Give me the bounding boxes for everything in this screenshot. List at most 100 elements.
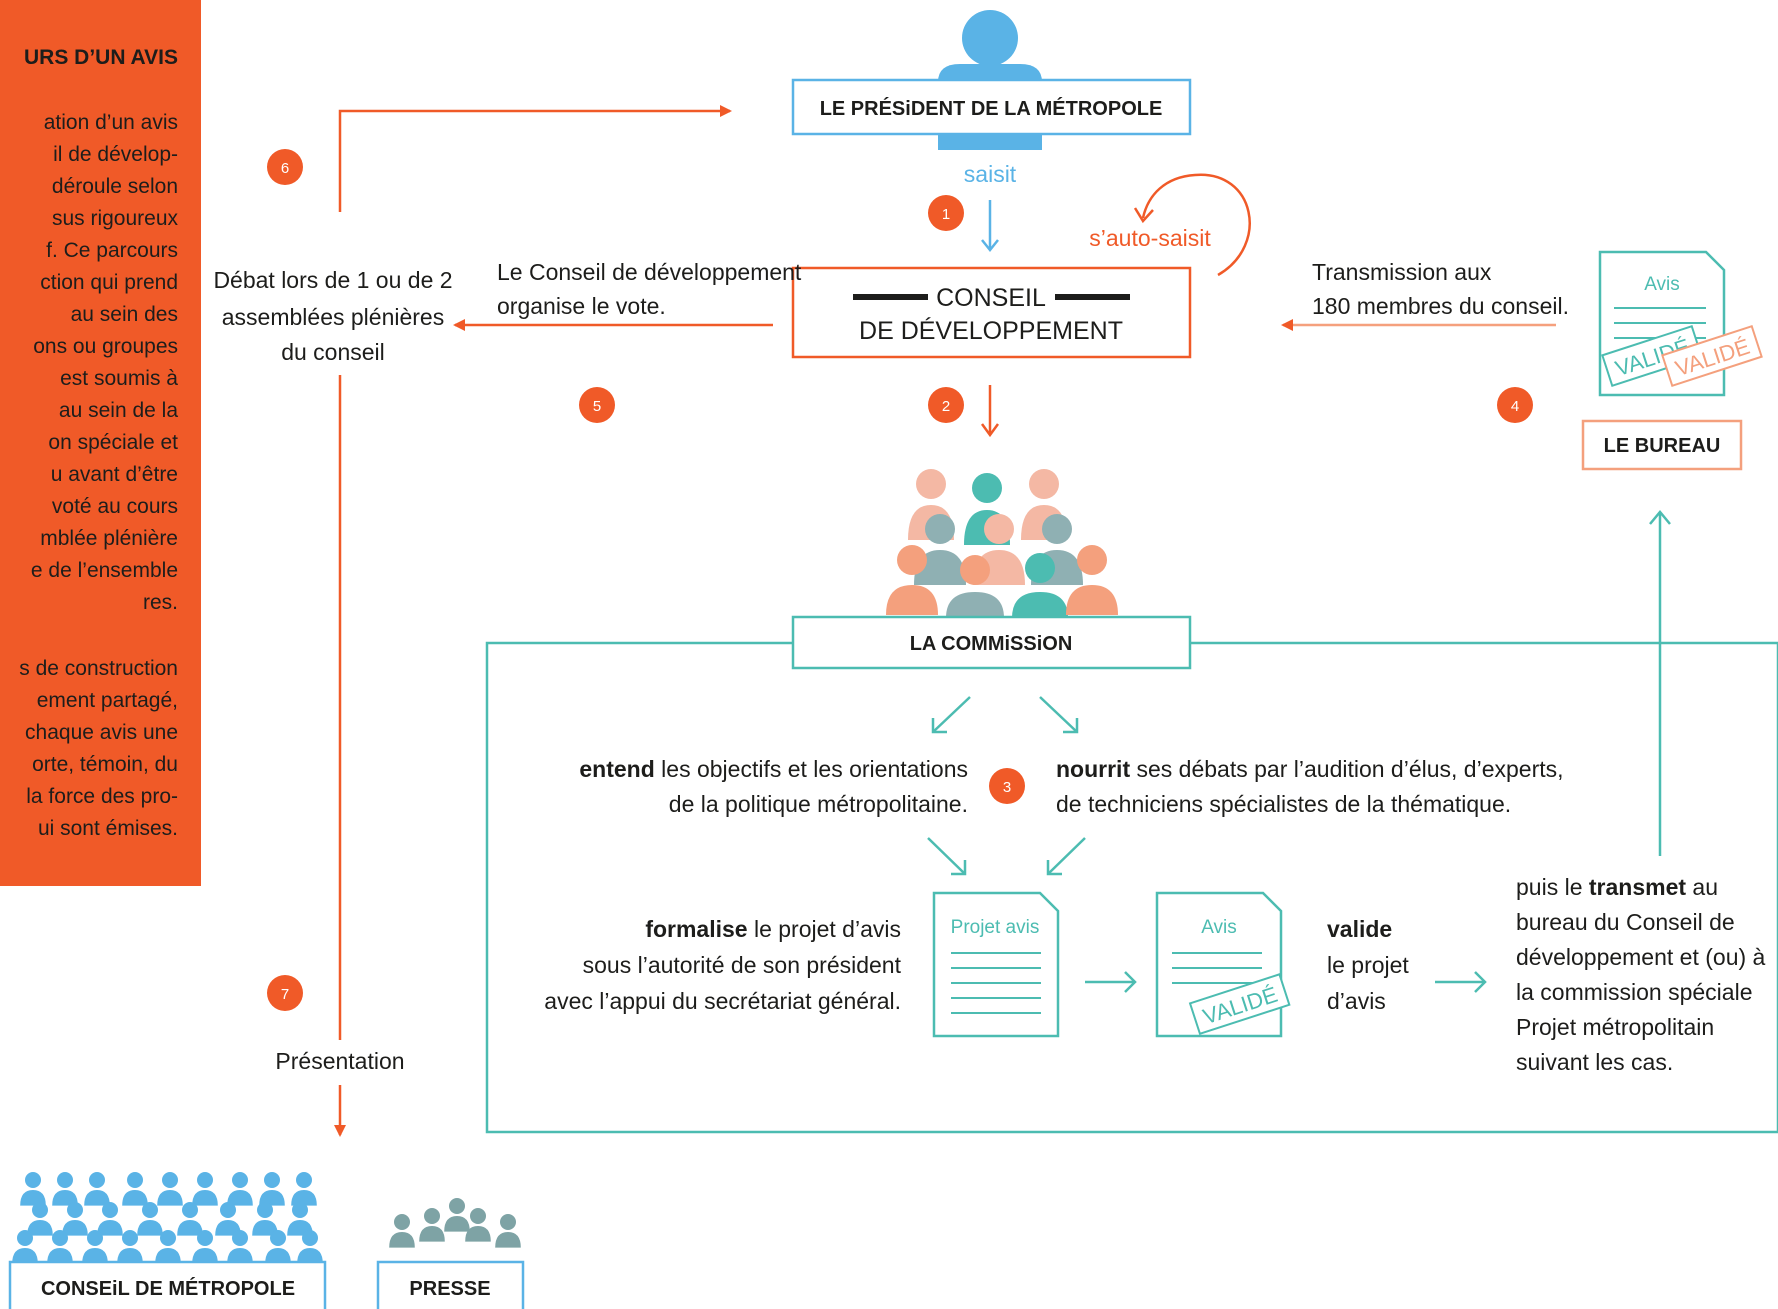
- person-icon: [160, 1230, 176, 1246]
- person-body-icon: [177, 1220, 203, 1236]
- transmet-line4: la commission spéciale: [1516, 979, 1752, 1005]
- person-icon: [182, 1202, 198, 1218]
- step-badge-4: 4: [1497, 387, 1533, 423]
- conseil-developpement-box: CONSEIL DE DÉVELOPPEMENT: [791, 266, 1192, 359]
- avis-doc-label: Avis: [1201, 917, 1237, 938]
- person-icon: [122, 1230, 138, 1246]
- person-icon: [270, 1230, 286, 1246]
- person-body-icon: [444, 1216, 470, 1232]
- person-icon: [449, 1198, 465, 1214]
- person-body-icon: [192, 1248, 218, 1264]
- saisit-label: saisit: [964, 161, 1017, 187]
- sidebar-text-line: au sein de la: [59, 399, 178, 422]
- person-body-icon: [52, 1190, 78, 1206]
- conseil-metropole-label: CONSEiL DE MÉTROPOLE: [41, 1277, 295, 1300]
- person-body-icon: [227, 1248, 253, 1264]
- president-box-label: LE PRÉSiDENT DE LA MÉTROPOLE: [820, 97, 1163, 120]
- sidebar-text-line: e de l’ensemble: [31, 559, 178, 582]
- sidebar-text-line: chaque avis une: [25, 721, 178, 744]
- person-body-icon: [215, 1220, 241, 1236]
- sidebar-text-line: ui sont émises.: [38, 817, 178, 840]
- person-icon: [52, 1230, 68, 1246]
- bureau-box-label: LE BUREAU: [1604, 435, 1721, 457]
- formalise-line3: avec l’appui du secrétariat général.: [544, 988, 901, 1014]
- person-icon: [232, 1172, 248, 1188]
- person-icon: [127, 1172, 143, 1188]
- svg-text:4: 4: [1511, 398, 1519, 415]
- conseil-metropole-people-icon: [12, 1172, 323, 1264]
- svg-text:1: 1: [942, 206, 950, 223]
- person-icon: [500, 1214, 516, 1230]
- person-body-icon: [82, 1248, 108, 1264]
- president-node: LE PRÉSiDENT DE LA MÉTROPOLE: [791, 10, 1192, 150]
- step-badge-7: 7: [267, 975, 303, 1011]
- person-icon: [197, 1230, 213, 1246]
- person-body-icon: [137, 1220, 163, 1236]
- person-body-icon: [465, 1226, 491, 1242]
- debat-line1: Débat lors de 1 ou de 2: [213, 267, 452, 293]
- person-body-icon: [259, 1190, 285, 1206]
- sidebar-text-line: f. Ce parcours: [46, 239, 178, 262]
- transmet-line1: puis le transmet au: [1516, 874, 1718, 900]
- person-icon: [142, 1202, 158, 1218]
- debat-line3: du conseil: [281, 339, 385, 365]
- nourrit-line1: nourrit ses débats par l’audition d’élus…: [1056, 756, 1564, 782]
- transmet-line6: suivant les cas.: [1516, 1049, 1673, 1075]
- transmission-line2: 180 membres du conseil.: [1312, 293, 1569, 319]
- step-badges: 1 2 3 4 5 6 7: [267, 149, 1533, 1011]
- person-body-icon: [122, 1190, 148, 1206]
- connectors: [334, 105, 1778, 1137]
- nourrit-line2: de techniciens spécialistes de la thémat…: [1056, 791, 1511, 817]
- person-body-icon: [265, 1248, 291, 1264]
- organise-line1: Le Conseil de développement: [497, 259, 802, 285]
- person-icon: [302, 1230, 318, 1246]
- transmet-line3: développement et (ou) à: [1516, 944, 1766, 970]
- sidebar-text-line: au sein des: [71, 303, 178, 326]
- person-icon: [264, 1172, 280, 1188]
- sidebar-text-line: sus rigoureux: [52, 207, 179, 230]
- person-icon: [162, 1172, 178, 1188]
- person-icon: [220, 1202, 236, 1218]
- conseil-label-line2: DE DÉVELOPPEMENT: [859, 316, 1123, 345]
- person-icon: [292, 1202, 308, 1218]
- person-body-icon: [62, 1220, 88, 1236]
- sidebar-text-line: ement partagé,: [37, 689, 178, 712]
- person-icon: [470, 1208, 486, 1224]
- presse-people-icon: [389, 1198, 521, 1248]
- presentation-label: Présentation: [275, 1048, 404, 1074]
- projet-avis-label: Projet avis: [951, 917, 1040, 938]
- sidebar-text-line: u avant d’être: [51, 463, 178, 486]
- transmission-line1: Transmission aux: [1312, 259, 1492, 285]
- person-icon: [25, 1172, 41, 1188]
- bureau-avis-document-icon: Avis VALIDÉ VALIDÉ: [1598, 250, 1763, 397]
- commission-box-label: LA COMMiSSiON: [910, 633, 1073, 655]
- arrow-auto-saisit: [1141, 173, 1251, 277]
- person-body-icon: [47, 1248, 73, 1264]
- sidebar-text-line: voté au cours: [52, 495, 178, 518]
- presse-box: PRESSE: [376, 1260, 525, 1309]
- step-badge-3: 3: [989, 768, 1025, 804]
- sidebar-text-line: mblée plénière: [40, 527, 178, 550]
- sidebar-text-line: res.: [143, 591, 178, 614]
- commission-frame: [485, 641, 1778, 1134]
- person-icon: [67, 1202, 83, 1218]
- projet-avis-document-icon: Projet avis: [932, 891, 1060, 1038]
- president-head-icon: [962, 10, 1018, 66]
- step-badge-2: 2: [928, 387, 964, 423]
- person-body-icon: [389, 1232, 415, 1248]
- commission-people-icon: [886, 469, 1118, 618]
- person-icon: [232, 1230, 248, 1246]
- person-body-icon: [20, 1190, 46, 1206]
- step-badge-1: 1: [928, 195, 964, 231]
- person-icon: [89, 1172, 105, 1188]
- valide-bold: valide: [1327, 916, 1392, 942]
- person-body-icon: [495, 1232, 521, 1248]
- person-body-icon: [157, 1190, 183, 1206]
- step-badge-5: 5: [579, 387, 615, 423]
- svg-text:5: 5: [593, 398, 601, 415]
- sidebar-text-line: on spéciale et: [48, 431, 178, 454]
- commission-box: LA COMMiSSiON: [791, 615, 1192, 670]
- entend-line2: de la politique métropolitaine.: [669, 791, 968, 817]
